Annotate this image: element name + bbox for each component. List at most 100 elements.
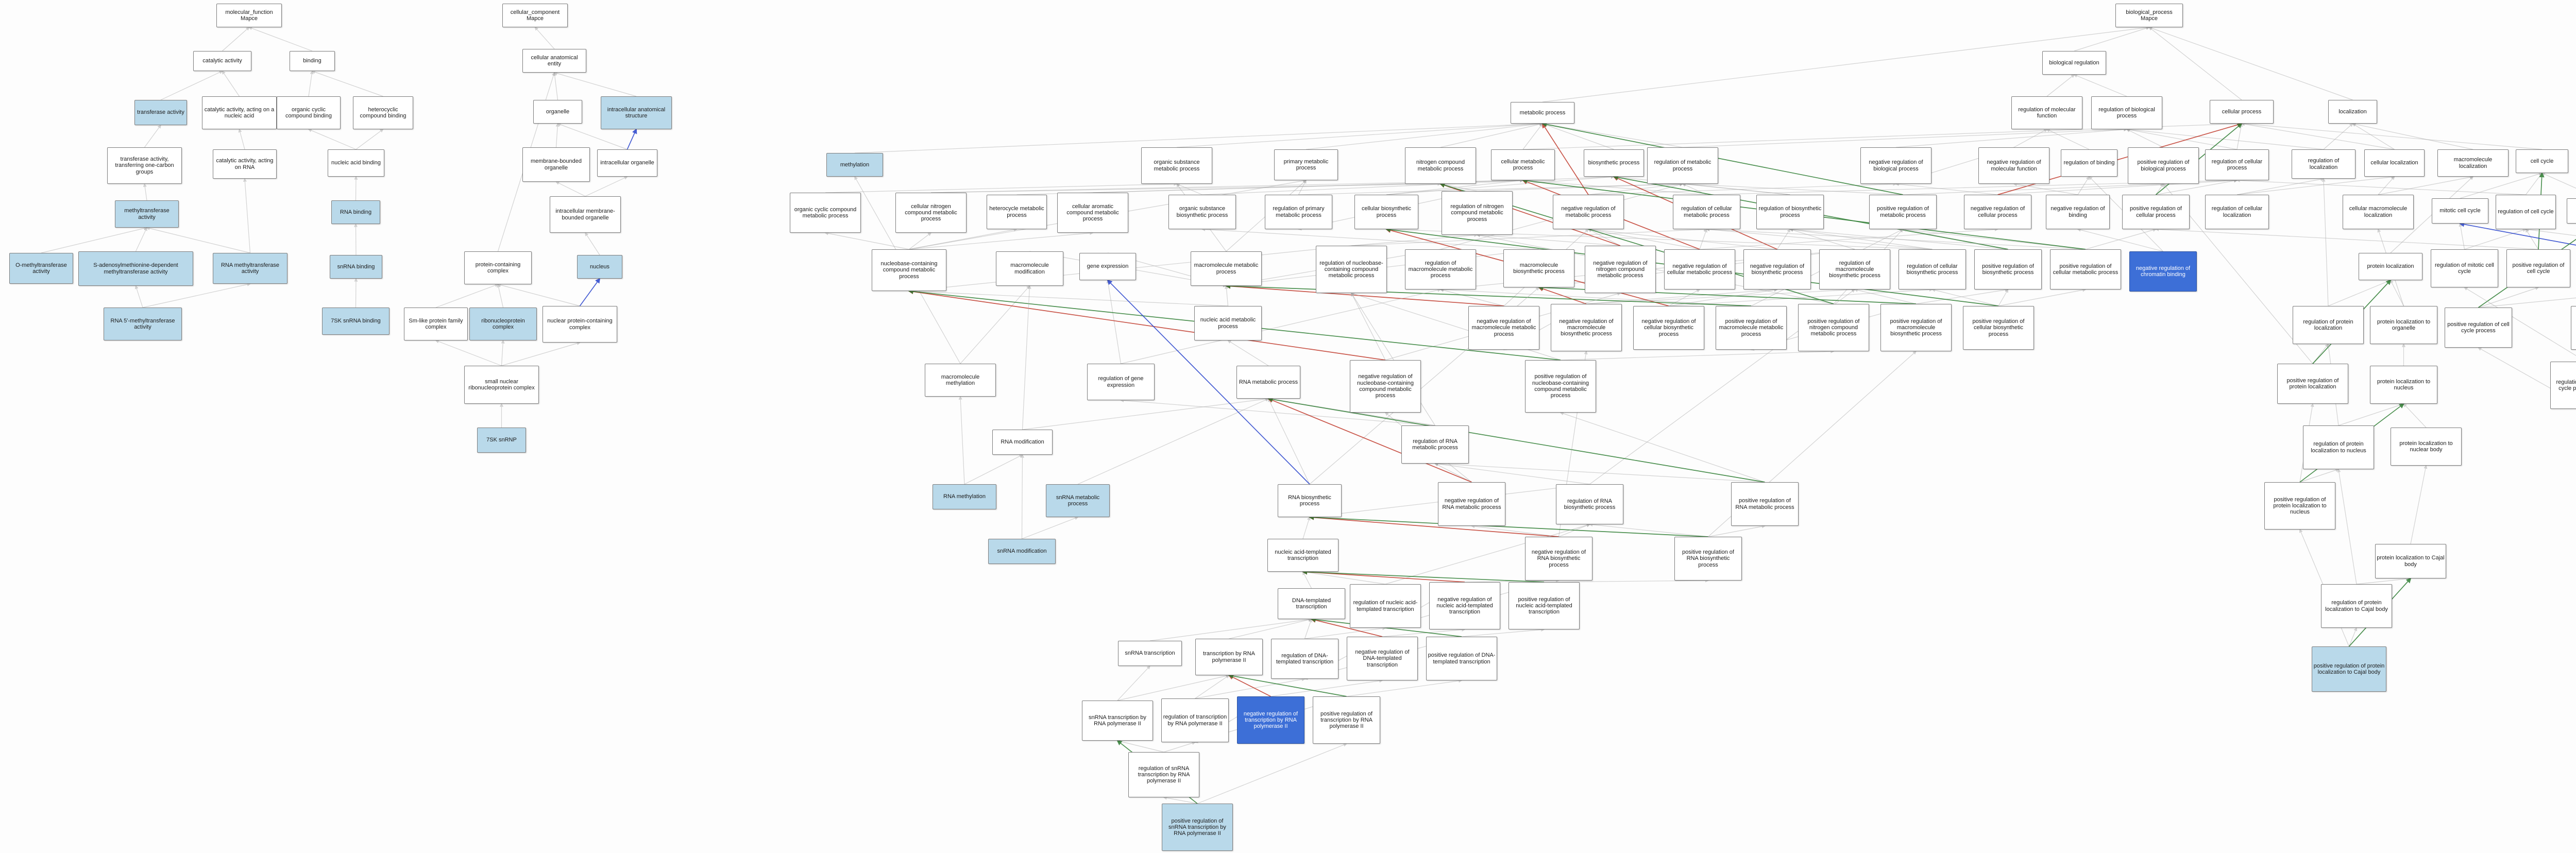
go-term-reg-protein-loc-nucleus[interactable]: regulation of protein localization to nu… (2303, 425, 2374, 469)
go-term-reg-nucleobase-met[interactable]: regulation of nucleobase-containing comp… (1316, 246, 1387, 293)
go-term-primary-met[interactable]: primary metabolic process (1274, 149, 1338, 180)
go-term-transferase-one-carbon[interactable]: transferase activity, transferring one-c… (107, 147, 182, 184)
go-term-reg-macromol-met[interactable]: regulation of macromolecule metabolic pr… (1405, 249, 1476, 289)
go-term-reg-protein-loc[interactable]: regulation of protein localization (2293, 306, 2364, 344)
go-term-macromolecule-localization[interactable]: macromolecule localization (2437, 149, 2509, 177)
go-term-neg-reg-cellular[interactable]: negative regulation of cellular process (1964, 195, 2031, 229)
go-term-reg-binding[interactable]: regulation of binding (2061, 149, 2117, 177)
go-term-pos-reg-nucleic-acid-transcription[interactable]: positive regulation of nucleic acid-temp… (1509, 582, 1580, 629)
go-term-neg-reg-nucleobase-met[interactable]: negative regulation of nucleobase-contai… (1350, 360, 1421, 413)
go-term-methylation[interactable]: methylation (826, 153, 883, 177)
go-term-cc-root[interactable]: cellular_component Mapce (502, 4, 568, 27)
go-term-snrna-modification[interactable]: snRNA modification (988, 539, 1056, 564)
go-term-reg-transcription-pol2[interactable]: regulation of transcription by RNA polym… (1161, 698, 1229, 742)
go-term-organelle[interactable]: organelle (533, 100, 582, 124)
go-term-neg-reg-met[interactable]: negative regulation of metabolic process (1553, 195, 1624, 229)
go-term-ribonucleoprotein-complex[interactable]: ribonucleoprotein complex (469, 308, 537, 340)
go-term-nucleus[interactable]: nucleus (577, 255, 622, 279)
go-term-neg-reg-biosynthetic[interactable]: negative regulation of biosynthetic proc… (1743, 249, 1811, 289)
go-term-intracellular-organelle[interactable]: intracellular organelle (597, 149, 657, 177)
go-term-neg-reg-rna-bio[interactable]: negative regulation of RNA biosynthetic … (1525, 537, 1592, 581)
go-term-snrna-transcription[interactable]: snRNA transcription (1118, 641, 1182, 666)
go-term-cellular-anatomical-entity[interactable]: cellular anatomical entity (522, 49, 586, 73)
go-term-reg-biosynthetic[interactable]: regulation of biosynthetic process (1756, 195, 1824, 229)
go-term-mf-root[interactable]: molecular_function Mapce (216, 4, 282, 27)
go-term-reg-cell-cycle[interactable]: regulation of cell cycle (2496, 195, 2556, 229)
go-term-protein-localization[interactable]: protein localization (2359, 253, 2422, 280)
go-term-pos-reg-biosynthetic[interactable]: positive regulation of biosynthetic proc… (1974, 249, 2042, 289)
go-term-dna-templated-transcription[interactable]: DNA-templated transcription (1278, 588, 1345, 619)
go-term-cellular-bio[interactable]: cellular biosynthetic process (1354, 195, 1418, 229)
go-term-pos-reg-rna-bio[interactable]: positive regulation of RNA biosynthetic … (1674, 537, 1742, 581)
go-term-reg-rna-bio[interactable]: regulation of RNA biosynthetic process (1556, 484, 1623, 524)
go-term-o-methyltransferase-act[interactable]: O-methyltransferase activity (9, 253, 73, 284)
go-term-reg-nucleic-acid-transcription[interactable]: regulation of nucleic acid-templated tra… (1350, 584, 1421, 628)
go-term-snrna-transcription-pol2[interactable]: snRNA transcription by RNA polymerase II (1082, 701, 1153, 741)
go-term-pos-reg-protein-loc-cajal[interactable]: positive regulation of protein localizat… (2312, 646, 2386, 692)
go-term-neg-reg-molfunc[interactable]: negative regulation of molecular functio… (1978, 147, 2049, 184)
go-term-pos-reg-cc-process[interactable]: positive regulation of cell cycle proces… (2445, 308, 2512, 348)
go-term-pos-reg-macromol-met[interactable]: positive regulation of macromolecule met… (1716, 306, 1787, 350)
go-term-rna-met[interactable]: RNA metabolic process (1236, 366, 1300, 399)
go-term-pos-reg-met[interactable]: positive regulation of metabolic process (1869, 195, 1937, 229)
go-term-protein-loc-organelle[interactable]: protein localization to organelle (2370, 306, 2437, 344)
go-term-neg-reg-dna-transcription[interactable]: negative regulation of DNA-templated tra… (1347, 637, 1418, 680)
go-term-cat-act-rna[interactable]: catalytic activity, acting on RNA (213, 149, 277, 179)
go-term-neg-reg-nitrogen-met[interactable]: negative regulation of nitrogen compound… (1585, 246, 1656, 293)
go-term-neg-reg-binding[interactable]: negative regulation of binding (2046, 195, 2110, 229)
go-term-macromolecule-methylation[interactable]: macromolecule methylation (925, 364, 996, 397)
go-term-cell-cycle[interactable]: cell cycle (2516, 149, 2568, 173)
go-term-protein-loc-nucleus[interactable]: protein localization to nucleus (2370, 366, 2437, 404)
go-term-cellular-aromatic-met[interactable]: cellular aromatic compound metabolic pro… (1057, 193, 1128, 233)
go-term-macromolecule-met[interactable]: macromolecule metabolic process (1191, 251, 1262, 286)
go-term-pos-reg-cellular[interactable]: positive regulation of cellular process (2122, 195, 2190, 229)
go-term-protein-containing-complex[interactable]: protein-containing complex (464, 251, 532, 284)
go-term-rna-modification[interactable]: RNA modification (992, 430, 1053, 455)
go-term-pos-reg-snrna-transcription-pol2[interactable]: positive regulation of snRNA transcripti… (1162, 804, 1233, 851)
go-term-pos-reg-biol[interactable]: positive regulation of biological proces… (2128, 147, 2199, 184)
go-term-rna5-methyltransferase-act[interactable]: RNA 5'-methyltransferase activity (104, 308, 182, 340)
go-term-neg-reg-transcription-pol2[interactable]: negative regulation of transcription by … (1237, 696, 1304, 744)
go-term-cellular-nitrogen-met[interactable]: cellular nitrogen compound metabolic pro… (895, 193, 967, 233)
go-term-organic-cyclic-met[interactable]: organic cyclic compound metabolic proces… (790, 193, 861, 233)
go-term-pos-reg-nucleobase-met[interactable]: positive regulation of nucleobase-contai… (1525, 360, 1596, 413)
go-term-snrna-met[interactable]: snRNA metabolic process (1046, 484, 1110, 517)
go-term-snrna-binding[interactable]: snRNA binding (330, 255, 382, 279)
go-term-pos-reg-cellular-bio[interactable]: positive regulation of cellular biosynth… (1963, 306, 2034, 350)
go-term-cellular-macromol-loc[interactable]: cellular macromolecule localization (2343, 195, 2414, 229)
go-term-rna-binding[interactable]: RNA binding (331, 200, 380, 224)
go-term-neg-reg-biol[interactable]: negative regulation of biological proces… (1860, 147, 1931, 184)
go-term-reg-biological-process[interactable]: regulation of biological process (2091, 96, 2162, 129)
go-term-pos-reg-nitrogen-met[interactable]: positive regulation of nitrogen compound… (1798, 304, 1869, 351)
go-term-reg-molecular-function[interactable]: regulation of molecular function (2011, 96, 2082, 129)
go-term-heterocyclic-binding[interactable]: heterocyclic compound binding (353, 96, 413, 129)
go-term-rna-methyltransferase-act[interactable]: RNA methyltransferase activity (213, 253, 287, 284)
go-term-reg-cellular-bio[interactable]: regulation of cellular biosynthetic proc… (1899, 249, 1966, 289)
go-term-sm-like-complex[interactable]: Sm-like protein family complex (404, 308, 468, 340)
go-term-org-cyclic-binding[interactable]: organic cyclic compound binding (277, 96, 341, 129)
go-term-intracellular-anatomical-structure[interactable]: intracellular anatomical structure (601, 96, 672, 129)
go-term-reg-macromol-bio[interactable]: regulation of macromolecule biosynthetic… (1819, 249, 1890, 289)
go-term-snrnp-7sk[interactable]: 7SK snRNP (477, 428, 526, 453)
go-term-bp-root[interactable]: biological_process Mapce (2115, 4, 2183, 27)
go-term-reg-mitotic-cc-phase-transition[interactable]: regulation of mitotic cell cycle phase t… (2550, 362, 2576, 409)
go-term-pos-reg-cellular-met[interactable]: positive regulation of cellular metaboli… (2050, 249, 2121, 289)
go-term-pos-reg-transcription-pol2[interactable]: positive regulation of transcription by … (1313, 696, 1380, 744)
go-term-pos-reg-dna-transcription[interactable]: positive regulation of DNA-templated tra… (1426, 637, 1497, 680)
go-term-pos-reg-protein-loc-nucleus[interactable]: positive regulation of protein localizat… (2264, 482, 2335, 530)
go-term-reg-cellular-process[interactable]: regulation of cellular process (2205, 149, 2269, 180)
go-term-cellular-met[interactable]: cellular metabolic process (1491, 149, 1555, 180)
go-term-methyltransferase-act[interactable]: methyltransferase activity (115, 200, 179, 228)
go-term-cell-cycle-process[interactable]: cell cycle process (2567, 198, 2576, 224)
go-term-localization[interactable]: localization (2328, 100, 2377, 124)
go-term-cat-act-nucleic-acid[interactable]: catalytic activity, acting on a nucleic … (202, 96, 277, 129)
go-term-reg-mitotic-cc[interactable]: regulation of mitotic cell cycle (2431, 249, 2498, 287)
go-term-macromol-bio[interactable]: macromolecule biosynthetic process (1503, 249, 1574, 287)
go-term-neg-reg-macromol-met[interactable]: negative regulation of macromolecule met… (1468, 306, 1539, 350)
go-term-pos-reg-protein-loc[interactable]: positive regulation of protein localizat… (2277, 364, 2348, 404)
go-term-sam-methyltransferase-act[interactable]: S-adenosylmethionine-dependent methyltra… (78, 251, 193, 286)
go-term-reg-nitrogen-met[interactable]: regulation of nitrogen compound metaboli… (1442, 191, 1513, 235)
go-term-rna-methylation[interactable]: RNA methylation (933, 484, 996, 509)
go-term-neg-reg-rna-met[interactable]: negative regulation of RNA metabolic pro… (1438, 482, 1505, 526)
go-term-organic-substance-bio[interactable]: organic substance biosynthetic process (1168, 195, 1236, 229)
